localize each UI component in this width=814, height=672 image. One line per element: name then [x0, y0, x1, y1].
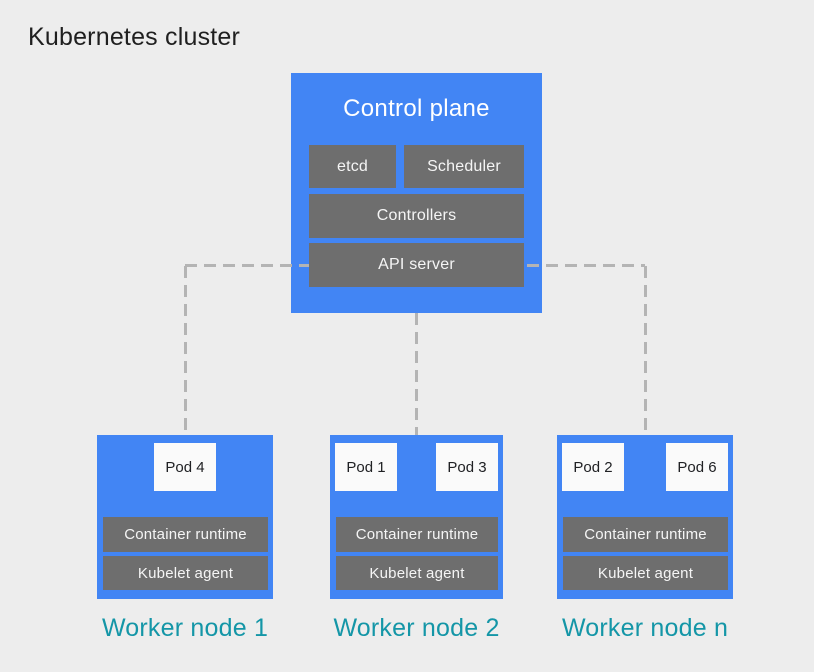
- worker-node-n-box: Pod 2 Pod 6 Container runtime Kubelet ag…: [557, 435, 733, 599]
- kubelet-agent-box: Kubelet agent: [103, 556, 268, 590]
- control-plane-row-1: etcd Scheduler: [309, 145, 524, 188]
- pod-box: Pod 1: [335, 443, 397, 491]
- worker-node-1-label: Worker node 1: [101, 614, 269, 642]
- pod-box: Pod 6: [666, 443, 728, 491]
- api-server-box: API server: [309, 243, 524, 287]
- connector-worker-node-n-line: [644, 266, 647, 436]
- worker-node-2-label: Worker node 2: [333, 614, 500, 642]
- container-runtime-box: Container runtime: [103, 517, 268, 552]
- worker-node-2-box: Pod 1 Pod 3 Container runtime Kubelet ag…: [330, 435, 503, 599]
- kubelet-agent-box: Kubelet agent: [336, 556, 498, 590]
- worker-node-2-pods: Pod 1 Pod 3: [330, 443, 503, 491]
- pod-box: Pod 3: [436, 443, 498, 491]
- etcd-box: etcd: [309, 145, 396, 188]
- control-plane-title: Control plane: [343, 95, 490, 122]
- pod-box: Pod 2: [562, 443, 624, 491]
- worker-node-1-pods: Pod 4: [97, 443, 273, 491]
- kubelet-agent-box: Kubelet agent: [563, 556, 728, 590]
- worker-node-1-box: Pod 4 Container runtime Kubelet agent: [97, 435, 273, 599]
- control-plane-box: Control plane etcd Scheduler Controllers…: [291, 73, 542, 313]
- connector-worker-node-2-line: [415, 313, 418, 436]
- control-plane-components: etcd Scheduler Controllers API server: [309, 145, 524, 287]
- container-runtime-box: Container runtime: [336, 517, 498, 552]
- connector-worker-node-1-line: [184, 266, 187, 436]
- diagram-title: Kubernetes cluster: [28, 23, 241, 51]
- scheduler-box: Scheduler: [404, 145, 524, 188]
- container-runtime-box: Container runtime: [563, 517, 728, 552]
- controllers-box: Controllers: [309, 194, 524, 238]
- worker-node-n-pods: Pod 2 Pod 6: [557, 443, 733, 491]
- pod-box: Pod 4: [154, 443, 216, 491]
- worker-node-n-label: Worker node n: [561, 614, 729, 642]
